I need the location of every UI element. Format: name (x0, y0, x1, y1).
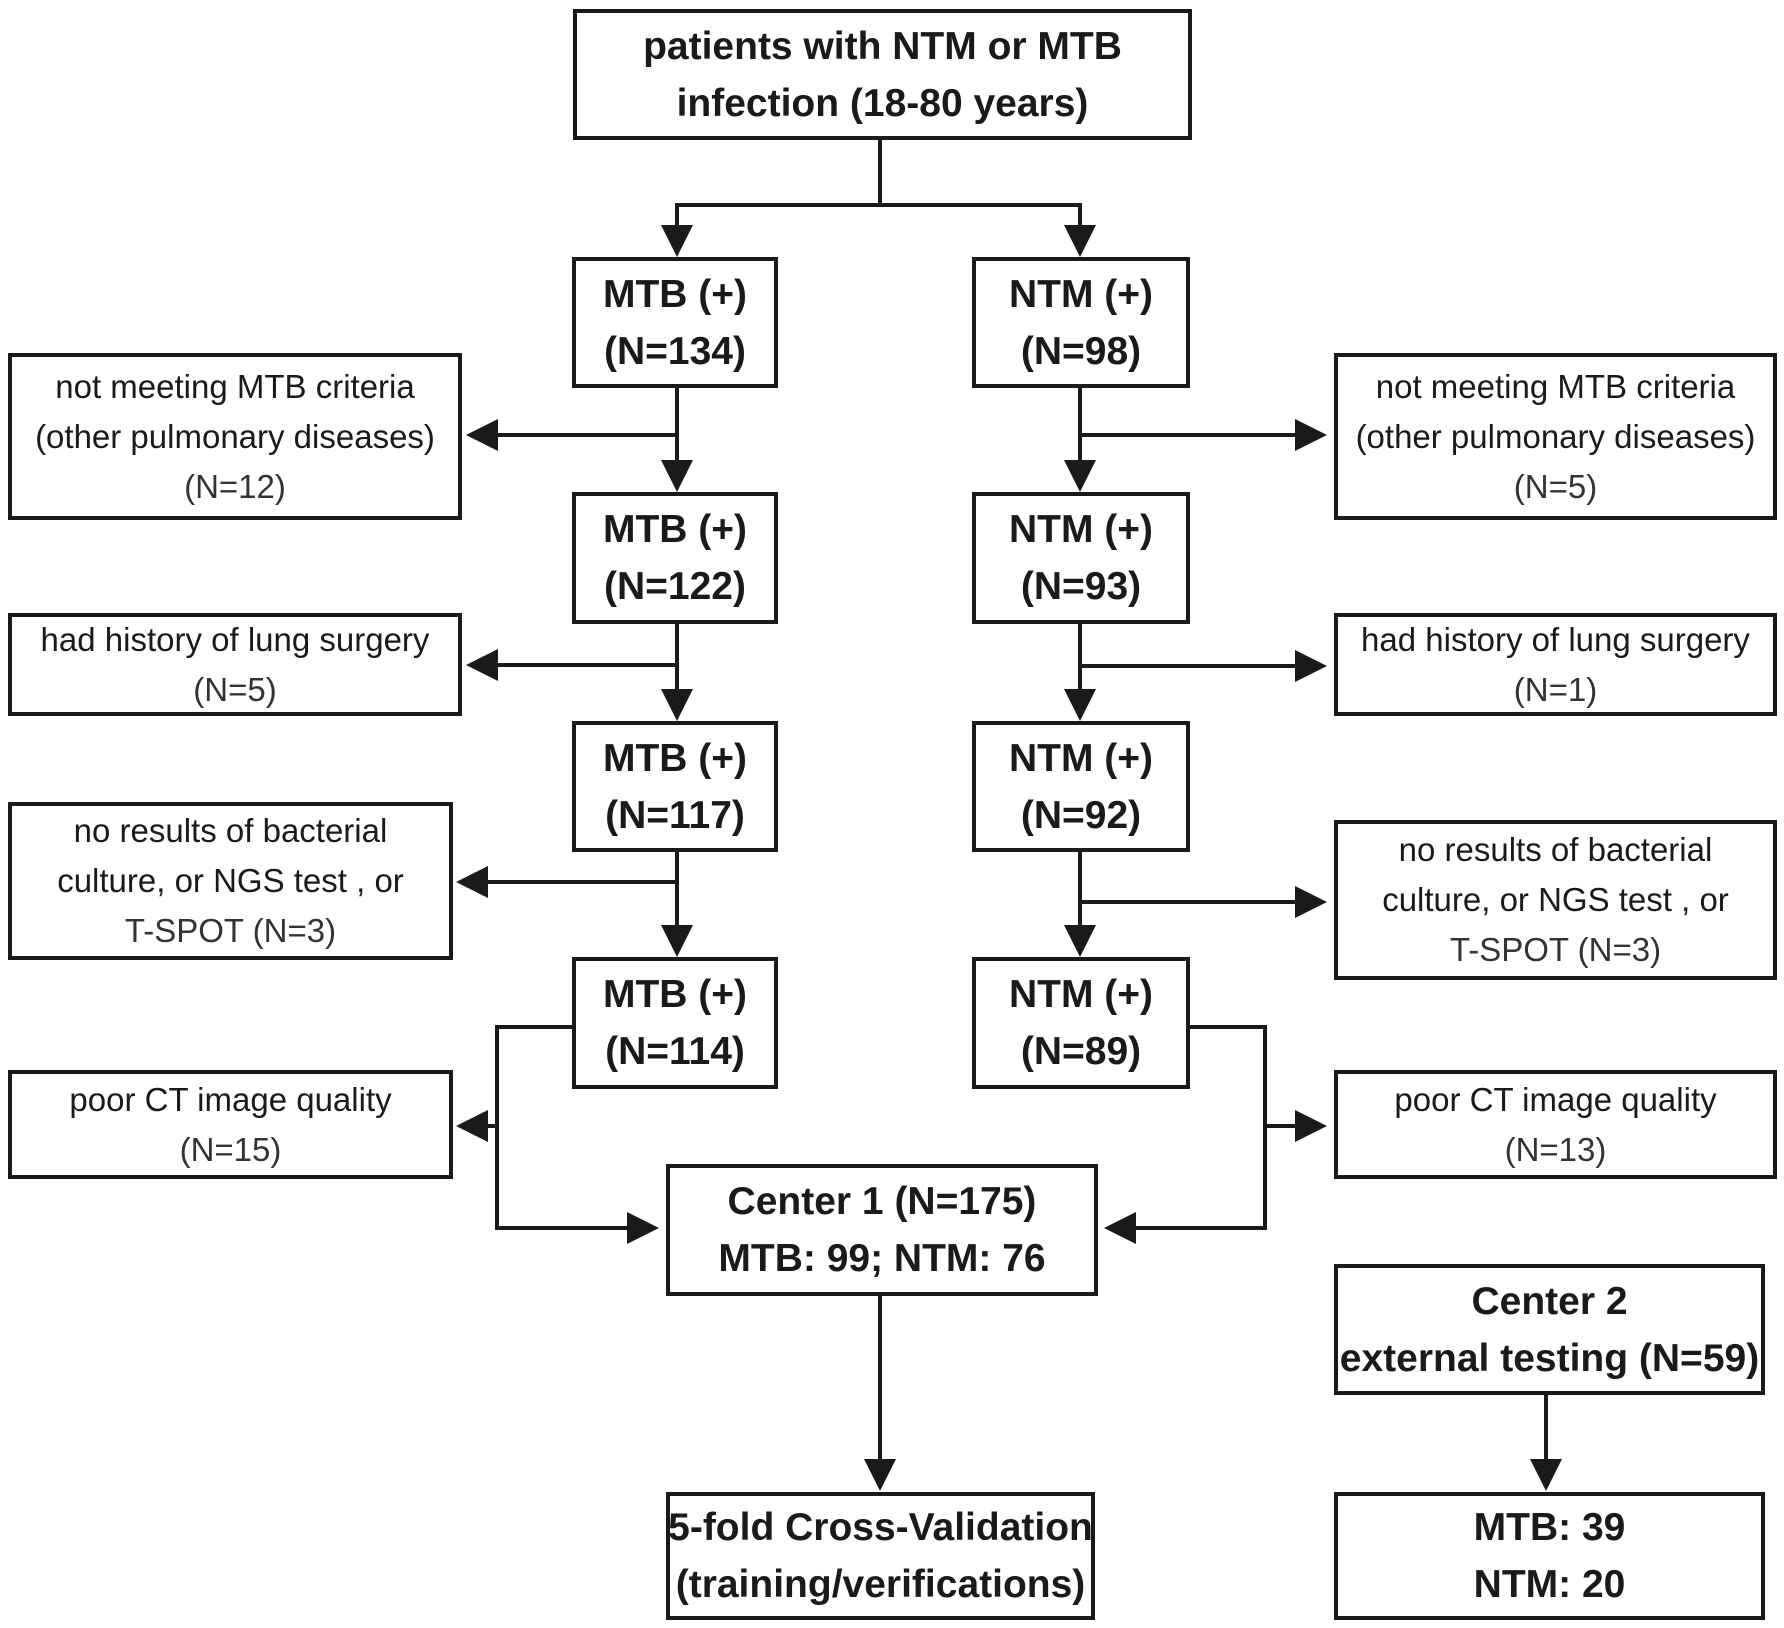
exclusion-detail: (other pulmonary diseases) (35, 417, 435, 455)
exclusion-count: (N=15) (179, 1130, 282, 1168)
population-box: patients with NTM or MTB infection (18-8… (573, 9, 1192, 140)
mtb-box-1: MTB (+) (N=134) (572, 257, 778, 388)
mtb-box-4: MTB (+) (N=114) (572, 957, 778, 1089)
exclusion-count: (N=12) (184, 467, 286, 505)
exclusion-reason: poor CT image quality (1394, 1080, 1717, 1118)
exclusion-left-2: had history of lung surgery (N=5) (8, 613, 462, 716)
population-line1: patients with NTM or MTB (643, 24, 1122, 68)
exclusion-count: T-SPOT (N=3) (124, 912, 337, 949)
mtb-label: MTB (+) (602, 736, 748, 780)
center2-result-box: MTB: 39 NTM: 20 (1334, 1492, 1765, 1620)
center2-ntm-count: NTM: 20 (1473, 1563, 1626, 1606)
mtb-label: MTB (+) (602, 973, 748, 1016)
crossval-title: 5-fold Cross-Validation (668, 1506, 1093, 1549)
exclusion-reason: no results of bacterial (1398, 831, 1713, 868)
center2-mtb-count: MTB: 39 (1473, 1506, 1626, 1549)
exclusion-reason: had history of lung surgery (40, 620, 430, 658)
crossval-detail: (training/verifications) (675, 1563, 1086, 1606)
ntm-count: (N=89) (1020, 1030, 1142, 1073)
exclusion-count: (N=13) (1504, 1130, 1607, 1168)
mtb-count: (N=114) (605, 1030, 745, 1073)
ntm-box-1: NTM (+) (N=98) (972, 257, 1190, 388)
exclusion-detail: culture, or NGS test , or (57, 862, 404, 899)
ntm-count: (N=92) (1020, 793, 1142, 837)
exclusion-left-1: not meeting MTB criteria (other pulmonar… (8, 353, 462, 520)
exclusion-right-2: had history of lung surgery (N=1) (1334, 613, 1777, 716)
crossval-box: 5-fold Cross-Validation (training/verifi… (666, 1492, 1095, 1620)
ntm-count: (N=98) (1020, 329, 1142, 373)
ntm-label: NTM (+) (1008, 973, 1154, 1016)
ntm-box-4: NTM (+) (N=89) (972, 957, 1190, 1089)
mtb-box-3: MTB (+) (N=117) (572, 721, 778, 852)
exclusion-count: (N=5) (193, 670, 277, 708)
center1-split: MTB: 99; NTM: 76 (718, 1237, 1046, 1280)
mtb-count: (N=117) (605, 793, 745, 837)
mtb-label: MTB (+) (602, 508, 748, 551)
ntm-box-2: NTM (+) (N=93) (972, 492, 1190, 624)
exclusion-right-3: no results of bacterial culture, or NGS … (1334, 820, 1777, 980)
ntm-label: NTM (+) (1008, 508, 1154, 551)
exclusion-detail: culture, or NGS test , or (1382, 881, 1729, 918)
mtb-count: (N=122) (604, 565, 746, 608)
center1-box: Center 1 (N=175) MTB: 99; NTM: 76 (666, 1164, 1098, 1296)
exclusion-right-1: not meeting MTB criteria (other pulmonar… (1334, 353, 1777, 520)
center2-detail: external testing (N=59) (1339, 1336, 1760, 1380)
exclusion-left-3: no results of bacterial culture, or NGS … (8, 802, 453, 960)
population-line2: infection (18-80 years) (676, 81, 1089, 125)
exclusion-right-4: poor CT image quality (N=13) (1334, 1070, 1777, 1179)
split-to-ntm (880, 203, 1096, 257)
ntm-box-3: NTM (+) (N=92) (972, 721, 1190, 852)
ntm-label: NTM (+) (1008, 736, 1154, 780)
center2-title: Center 2 (1471, 1279, 1628, 1323)
center2-box: Center 2 external testing (N=59) (1334, 1264, 1765, 1395)
exclusion-detail: (other pulmonary diseases) (1355, 417, 1756, 455)
center1-title: Center 1 (N=175) (727, 1180, 1037, 1223)
exclusion-count: (N=1) (1513, 670, 1598, 708)
mtb-count: (N=134) (604, 329, 746, 373)
exclusion-reason: had history of lung surgery (1361, 620, 1750, 658)
exclusion-reason: no results of bacterial (73, 812, 388, 849)
mtb-label: MTB (+) (602, 272, 748, 316)
ntm-count: (N=93) (1020, 565, 1142, 608)
exclusion-left-4: poor CT image quality (N=15) (8, 1070, 453, 1179)
mtb-box-2: MTB (+) (N=122) (572, 492, 778, 624)
split-to-mtb (661, 203, 880, 257)
exclusion-count: T-SPOT (N=3) (1449, 931, 1662, 968)
exclusion-reason: not meeting MTB criteria (1375, 367, 1736, 405)
ntm-label: NTM (+) (1008, 272, 1154, 316)
exclusion-reason: poor CT image quality (69, 1080, 392, 1118)
exclusion-reason: not meeting MTB criteria (55, 367, 415, 405)
exclusion-count: (N=5) (1513, 467, 1598, 505)
